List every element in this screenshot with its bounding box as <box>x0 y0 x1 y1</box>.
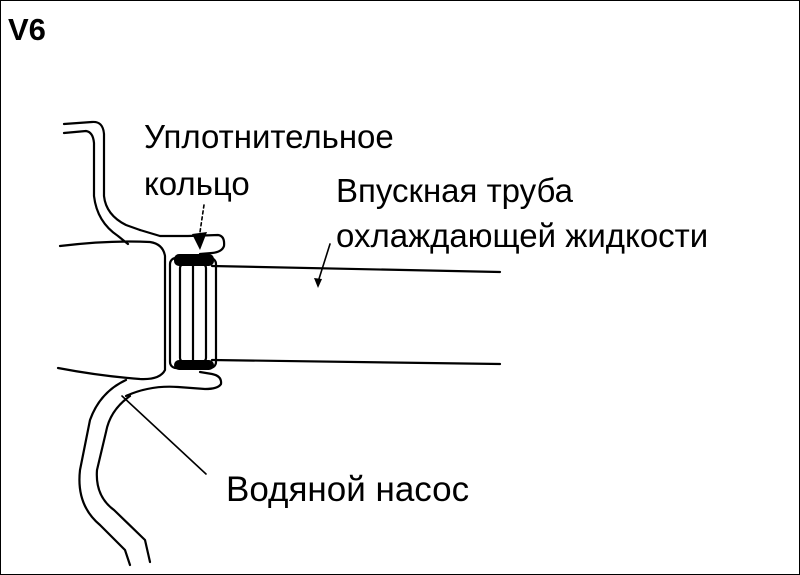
seal-arrow-head <box>192 232 207 250</box>
inlet-pipe-bottom-wall <box>210 358 502 366</box>
seal-leader-line <box>199 204 205 233</box>
housing-lower-outer-line <box>78 378 132 567</box>
pump-outlet-lower-lip <box>124 370 223 398</box>
pipe-leader-arrow <box>314 278 322 288</box>
pump-boss-upper-line <box>58 240 167 264</box>
water-pump-label: Водяной насос <box>226 470 470 509</box>
housing-lower-inner-line <box>95 394 152 564</box>
o-ring-seal-bottom <box>174 360 214 370</box>
housing-upper-inner-line <box>62 129 130 246</box>
inlet-pipe-top-wall <box>210 264 502 274</box>
seal-ring-label-line1: Уплотнительное <box>144 118 394 155</box>
inlet-pipe-label-line2: охлаждающей жидкости <box>336 217 709 254</box>
pump-leader-line <box>121 395 207 475</box>
pipe-leader-line <box>317 243 331 283</box>
inlet-pipe-label-line1: Впускная труба <box>336 172 574 209</box>
pump-boss-lower-line <box>56 358 167 381</box>
pump-outlet-upper-lip <box>138 228 226 256</box>
o-ring-seal-top <box>174 254 214 266</box>
seal-ring-label-line2: кольцо <box>144 165 250 202</box>
housing-upper-outer-line <box>62 120 142 232</box>
engine-variant-label: V6 <box>8 12 46 47</box>
